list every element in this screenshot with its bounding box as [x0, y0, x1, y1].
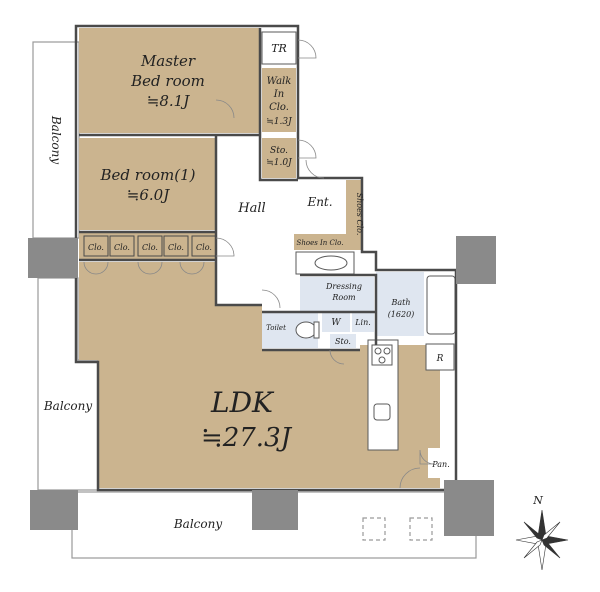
bathtub	[426, 275, 456, 335]
fixtures	[261, 31, 456, 451]
outdoor-unit-1	[362, 517, 386, 541]
compass-icon: N	[515, 494, 569, 571]
dressing-room-label-1: Dressing	[325, 282, 362, 291]
column-left-upper	[28, 238, 78, 278]
tr-box	[261, 31, 297, 65]
pantry-space	[428, 448, 454, 478]
balcony-labels: Balcony Balcony Balcony	[43, 115, 222, 531]
closet-box-4	[163, 235, 189, 257]
bathroom	[376, 272, 424, 336]
closet-label-5: Clo.	[196, 243, 212, 252]
master-bedroom	[79, 28, 259, 133]
walk-in-closet	[262, 68, 296, 132]
tr-label: TR	[271, 42, 287, 55]
closet-box-3	[137, 235, 163, 257]
walk-in-label-3: Clo.	[269, 102, 289, 113]
toilet-bowl	[295, 321, 317, 339]
fridge-space	[425, 343, 455, 371]
shoes-closet-label: Shoes Clo.	[355, 193, 364, 236]
closet-label-2: Clo.	[114, 243, 130, 252]
columns	[28, 236, 496, 536]
wall-bedroom-hall	[214, 135, 262, 307]
column-right-upper	[456, 236, 496, 284]
balcony-left-top-label: Balcony	[49, 115, 63, 164]
walk-in-label-2: In	[273, 89, 284, 100]
bedroom1-size: ≒6.0J	[127, 186, 170, 204]
bedroom1-title: Bed room(1)	[100, 166, 196, 184]
washer-space	[322, 312, 350, 332]
storage-upper-label: Sto.	[270, 146, 288, 156]
bedroom-1	[79, 138, 216, 230]
dressing-room	[300, 277, 374, 311]
outdoor-unit-2	[409, 517, 433, 541]
dressing-room-label-2: Room	[331, 293, 356, 302]
balcony-left-label: Balcony	[43, 399, 92, 413]
closet-box-2	[109, 235, 135, 257]
walls	[74, 24, 458, 492]
balcony-bottom-label: Balcony	[173, 517, 222, 531]
bath-label-1: Bath	[390, 298, 410, 307]
hall-label: Hall	[237, 201, 265, 216]
toilet-label: Toilet	[266, 324, 286, 332]
refrigerator-label: R	[436, 354, 444, 364]
room-fills	[79, 28, 454, 488]
outer-wall	[74, 24, 458, 492]
master-bedroom-title: Master	[140, 52, 196, 70]
walk-in-size: ≒1.3J	[266, 117, 293, 127]
master-bedroom-title-2: Bed room	[130, 72, 205, 90]
shoes-in-closet	[294, 234, 346, 250]
room-labels: Master Bed room ≒8.1J Bed room(1) ≒6.0J …	[88, 42, 450, 469]
entrance-label: Ent.	[306, 195, 332, 209]
walk-in-label-1: Walk	[267, 76, 292, 87]
closet-label-3: Clo.	[142, 243, 158, 252]
compass-north-label: N	[532, 494, 543, 507]
column-left-lower	[30, 490, 78, 530]
pantry-label: Pan.	[431, 460, 450, 469]
column-right-lower	[444, 480, 494, 536]
door-swings	[83, 39, 435, 489]
linen-space	[352, 312, 374, 332]
closet-label-4: Clo.	[168, 243, 184, 252]
kitchen-sink	[373, 403, 391, 421]
linen-label: Lin.	[354, 318, 371, 327]
bath-label-2: (1620)	[388, 310, 415, 319]
burner-1	[374, 347, 382, 355]
master-bedroom-size: ≒8.1J	[147, 92, 190, 110]
ldk-size: ≒27.3J	[201, 423, 293, 453]
wall-closet-row	[79, 230, 216, 262]
closet-label-1: Clo.	[88, 243, 104, 252]
ldk-title: LDK	[210, 386, 275, 419]
storage-upper-size: ≒1.0J	[266, 158, 293, 168]
wall-wic	[258, 28, 298, 182]
wash-basin	[314, 255, 348, 271]
toilet-tank	[313, 321, 320, 339]
shoes-in-closet-label: Shoes In Clo.	[297, 239, 344, 247]
ldk-floor	[79, 262, 440, 488]
storage-upper	[262, 138, 296, 178]
burner-2	[383, 347, 391, 355]
closet-box-1	[83, 235, 109, 257]
shoes-closet	[346, 180, 362, 250]
washer-label: W	[331, 318, 341, 328]
column-bottom-middle	[252, 490, 298, 530]
storage-lower-space	[330, 334, 356, 348]
storage-lower-label: Sto.	[335, 337, 351, 346]
burner-3	[378, 356, 386, 364]
wall-service-core	[262, 273, 378, 352]
